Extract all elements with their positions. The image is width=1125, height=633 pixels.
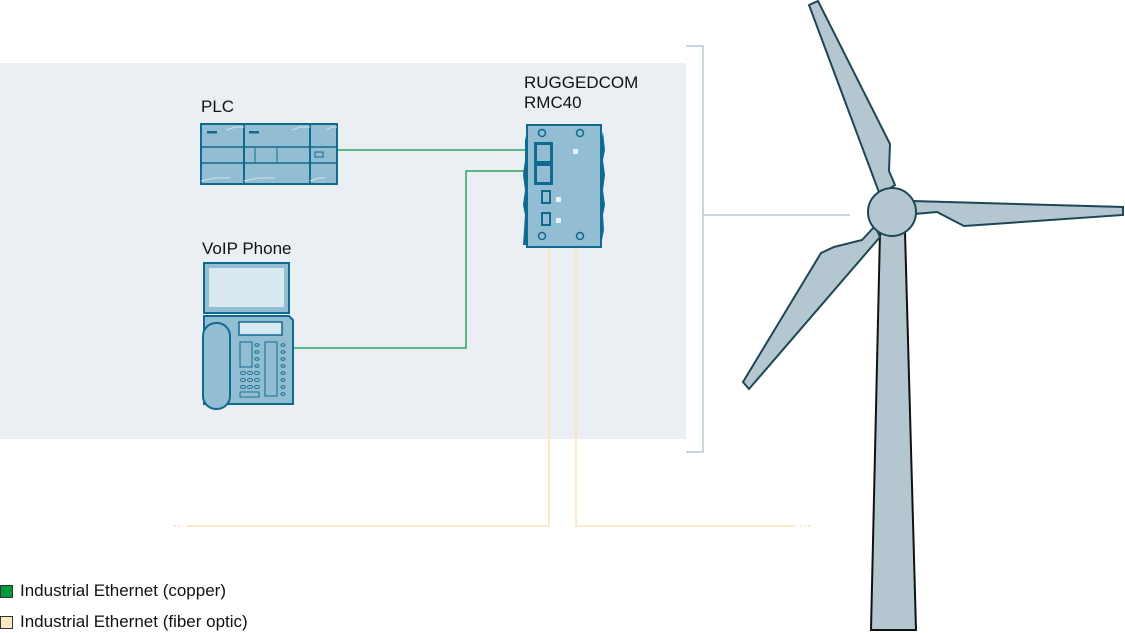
turbine-blade-right [910,199,1124,228]
turbine-blade-left [741,224,882,391]
copper-swatch [0,584,13,598]
fiber-swatch [0,615,13,629]
legend-label-copper: Industrial Ethernet (copper) [20,581,226,600]
wind-turbine-icon [741,0,1124,631]
legend-item-copper: Industrial Ethernet (copper) [0,581,226,601]
switch-label-line1: RUGGEDCOM [524,73,639,92]
legend-label-fiber: Industrial Ethernet (fiber optic) [20,612,248,631]
legend-item-fiber: Industrial Ethernet (fiber optic) [0,612,248,632]
turbine-blade-top [807,0,897,197]
voip-phone-label: VoIP Phone [202,239,292,258]
plc-icon[interactable] [200,123,338,185]
copper-link-phone [293,170,526,349]
ruggedcom-switch-icon[interactable] [523,124,605,248]
turbine-tower [869,231,918,631]
plc-label: PLC [201,97,235,116]
fiber-link-right [575,248,796,527]
switch-label-line2: RMC40 [524,93,582,112]
voip-phone-icon[interactable] [202,262,294,410]
fiber-link-left [186,248,550,527]
turbine-hub [867,187,917,237]
turbine-zone-area [0,63,686,439]
zone-bracket [686,45,850,453]
